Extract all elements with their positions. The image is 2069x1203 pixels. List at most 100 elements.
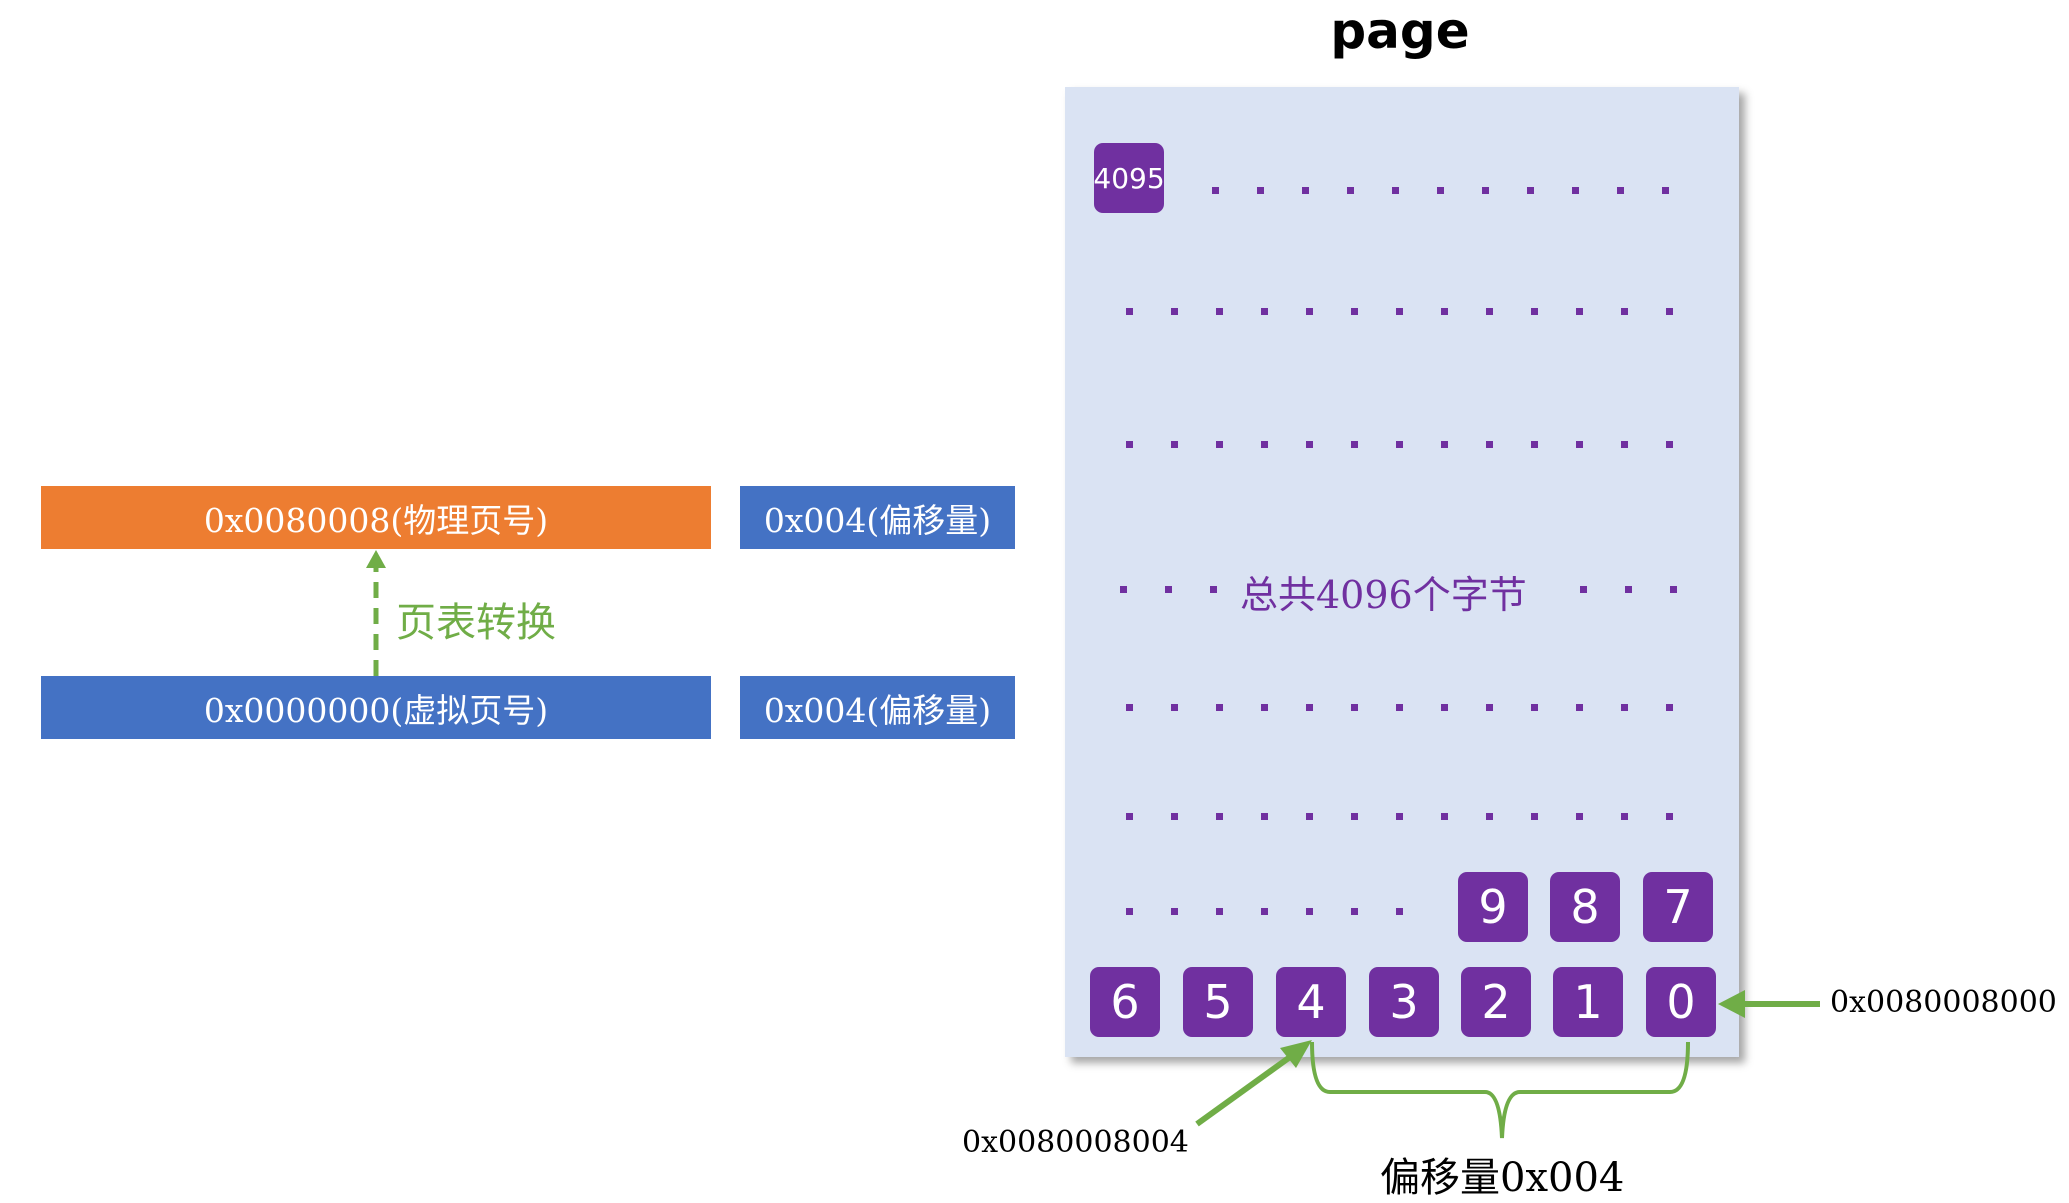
byte-dot bbox=[1486, 308, 1493, 315]
byte-dot bbox=[1531, 813, 1538, 820]
physical-page-number-bar: 0x0080008(物理页号) bbox=[41, 486, 711, 549]
byte-cell-3: 3 bbox=[1369, 967, 1439, 1037]
byte-dot bbox=[1576, 704, 1583, 711]
byte-dot bbox=[1261, 908, 1268, 915]
byte-dot bbox=[1437, 187, 1444, 194]
byte-dot bbox=[1120, 586, 1127, 593]
byte-dot bbox=[1392, 187, 1399, 194]
byte-dot bbox=[1351, 908, 1358, 915]
byte-dot bbox=[1625, 586, 1632, 593]
byte-dot bbox=[1351, 308, 1358, 315]
byte-dot bbox=[1126, 704, 1133, 711]
byte-dot bbox=[1531, 308, 1538, 315]
byte-dot bbox=[1531, 441, 1538, 448]
byte-dot bbox=[1126, 441, 1133, 448]
byte-dot bbox=[1261, 813, 1268, 820]
byte-dot bbox=[1212, 187, 1219, 194]
byte-dot bbox=[1482, 187, 1489, 194]
byte-dot bbox=[1210, 586, 1217, 593]
byte-dot bbox=[1171, 908, 1178, 915]
byte-dot bbox=[1576, 813, 1583, 820]
byte-dot bbox=[1486, 704, 1493, 711]
byte-dot bbox=[1527, 187, 1534, 194]
byte-dot bbox=[1171, 704, 1178, 711]
offset-brace-label: 偏移量0x004 bbox=[1380, 1155, 1625, 1201]
virtual-page-number-bar: 0x0000000(虚拟页号) bbox=[41, 676, 711, 739]
byte-dot bbox=[1666, 441, 1673, 448]
byte-cell-6: 6 bbox=[1090, 967, 1160, 1037]
byte-dot bbox=[1216, 704, 1223, 711]
byte-dot bbox=[1171, 813, 1178, 820]
byte-dot bbox=[1396, 308, 1403, 315]
byte-dot bbox=[1621, 308, 1628, 315]
byte-dot bbox=[1351, 813, 1358, 820]
byte-dot bbox=[1165, 586, 1172, 593]
byte-dot bbox=[1486, 813, 1493, 820]
byte-dot bbox=[1302, 187, 1309, 194]
byte-dot bbox=[1531, 704, 1538, 711]
byte-dot bbox=[1216, 308, 1223, 315]
page-table-translation-label: 页表转换 bbox=[396, 600, 556, 646]
byte-dot bbox=[1441, 441, 1448, 448]
physical-page-number-label: 0x0080008(物理页号) bbox=[203, 500, 549, 540]
byte-dot bbox=[1257, 187, 1264, 194]
byte-cell-0: 0 bbox=[1646, 967, 1716, 1037]
translation-arrow-head-icon bbox=[366, 550, 386, 568]
virtual-offset-bar: 0x004(偏移量) bbox=[740, 676, 1015, 739]
page-title: page bbox=[1330, 2, 1470, 60]
byte-dot bbox=[1396, 441, 1403, 448]
byte-dot bbox=[1306, 813, 1313, 820]
byte-dot bbox=[1171, 441, 1178, 448]
byte-dot bbox=[1396, 704, 1403, 711]
byte-dot bbox=[1306, 704, 1313, 711]
physical-offset-label: 0x004(偏移量) bbox=[763, 500, 992, 540]
byte-dot bbox=[1441, 704, 1448, 711]
byte-cell-7: 7 bbox=[1643, 872, 1713, 942]
byte-dot bbox=[1662, 187, 1669, 194]
byte-dot bbox=[1621, 441, 1628, 448]
byte-dot bbox=[1486, 441, 1493, 448]
byte-dot bbox=[1347, 187, 1354, 194]
byte-dot bbox=[1441, 308, 1448, 315]
offset-brace bbox=[1310, 1041, 1690, 1139]
byte-dot bbox=[1126, 908, 1133, 915]
byte-dot bbox=[1261, 441, 1268, 448]
byte-dot bbox=[1216, 441, 1223, 448]
virtual-offset-label: 0x004(偏移量) bbox=[763, 690, 992, 730]
byte-dot bbox=[1617, 187, 1624, 194]
byte-dot bbox=[1171, 308, 1178, 315]
byte-dot bbox=[1126, 308, 1133, 315]
byte-dot bbox=[1666, 308, 1673, 315]
byte-cell-4095: 4095 bbox=[1093, 143, 1165, 213]
byte-dot bbox=[1621, 813, 1628, 820]
byte-dot bbox=[1396, 908, 1403, 915]
byte-cell-9: 9 bbox=[1458, 872, 1528, 942]
byte-dot bbox=[1126, 813, 1133, 820]
byte-dot bbox=[1306, 441, 1313, 448]
byte-dot bbox=[1666, 813, 1673, 820]
byte-dot bbox=[1670, 586, 1677, 593]
byte-dot bbox=[1306, 908, 1313, 915]
byte-cell-4: 4 bbox=[1276, 967, 1346, 1037]
physical-offset-bar: 0x004(偏移量) bbox=[740, 486, 1015, 549]
byte-dot bbox=[1396, 813, 1403, 820]
byte-dot bbox=[1216, 908, 1223, 915]
byte-dot bbox=[1576, 308, 1583, 315]
byte-cell-8: 8 bbox=[1550, 872, 1620, 942]
base-address-arrow-head-icon bbox=[1718, 990, 1745, 1018]
byte-dot bbox=[1351, 441, 1358, 448]
base-address-label: 0x0080008000 bbox=[1830, 985, 2057, 1020]
page-memory-box bbox=[1065, 87, 1739, 1057]
byte-dot bbox=[1261, 308, 1268, 315]
byte-dot bbox=[1666, 704, 1673, 711]
byte-dot bbox=[1216, 813, 1223, 820]
target-address-label: 0x0080008004 bbox=[962, 1125, 1189, 1160]
byte-cell-1: 1 bbox=[1553, 967, 1623, 1037]
byte-dot bbox=[1621, 704, 1628, 711]
byte-dot bbox=[1580, 586, 1587, 593]
target-address-arrow bbox=[1195, 1054, 1292, 1127]
byte-dot bbox=[1261, 704, 1268, 711]
total-bytes-label: 总共4096个字节 bbox=[1240, 573, 1527, 617]
byte-cell-2: 2 bbox=[1461, 967, 1531, 1037]
